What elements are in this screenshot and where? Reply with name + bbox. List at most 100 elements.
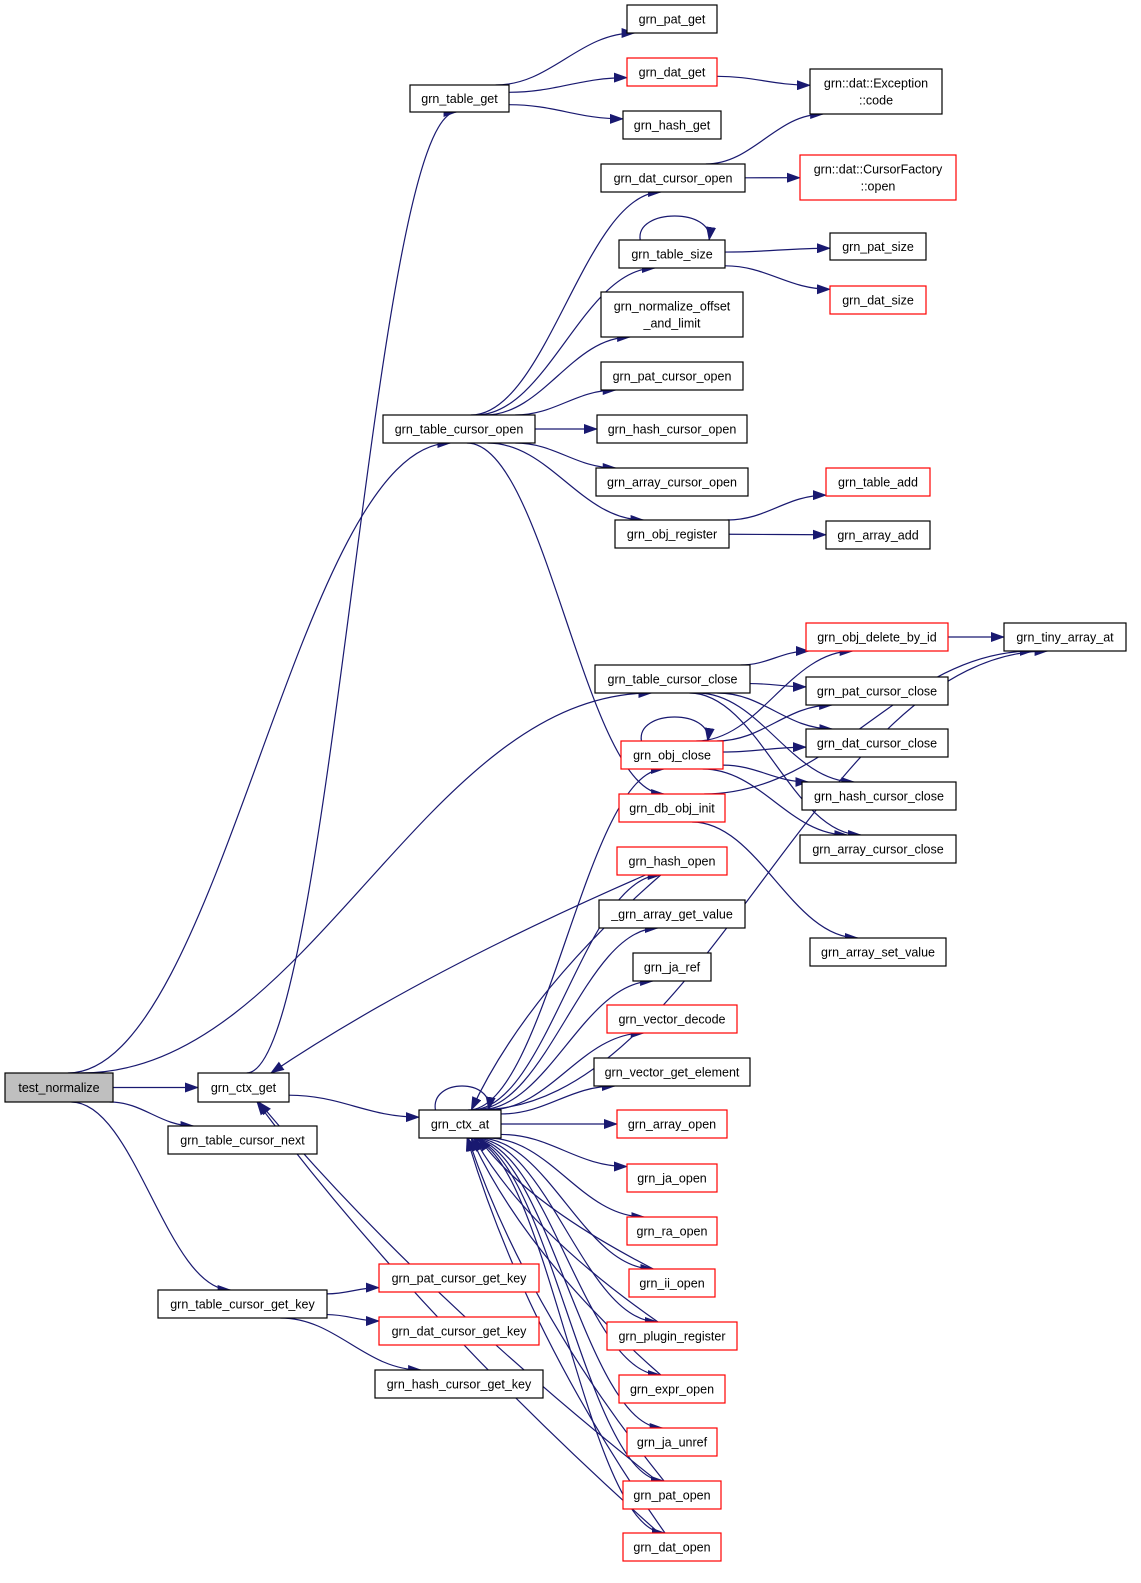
node-grn_array_cursor_open[interactable]: grn_array_cursor_open (595, 467, 749, 497)
node-box-grn_obj_delete_by_id (805, 622, 949, 652)
node-label-grn_ii_open: grn_ii_open (639, 1277, 704, 1291)
node-box-grn_table_cursor_close (594, 664, 751, 694)
node-label-grn_pat_cursor_close: grn_pat_cursor_close (817, 685, 937, 699)
node-grn_array_cursor_close[interactable]: grn_array_cursor_close (799, 834, 957, 864)
node-label-grn_array_add: grn_array_add (837, 529, 918, 543)
node-label-grn_hash_cursor_open: grn_hash_cursor_open (608, 423, 737, 437)
node-grn_dat_open[interactable]: grn_dat_open (622, 1532, 722, 1562)
node-label-grn_hash_cursor_close: grn_hash_cursor_close (814, 790, 944, 804)
edge-layer (67, 28, 1049, 1538)
node-grn_table_add[interactable]: grn_table_add (825, 467, 931, 497)
node-box-grn_table_get (409, 84, 510, 113)
node-grn_tiny_array_at[interactable]: grn_tiny_array_at (1003, 622, 1127, 652)
node-grn_dat_cursor_close[interactable]: grn_dat_cursor_close (805, 728, 949, 758)
node-label-grn_table_add: grn_table_add (838, 476, 918, 490)
node-grn_pat_cursor_open[interactable]: grn_pat_cursor_open (600, 361, 744, 391)
node-label-grn_dat_cursor_get_key: grn_dat_cursor_get_key (392, 1325, 528, 1339)
node-grn_table_cursor_get_key[interactable]: grn_table_cursor_get_key (157, 1289, 328, 1319)
node-grn_obj_delete_by_id[interactable]: grn_obj_delete_by_id (805, 622, 949, 652)
node-_grn_array_get_value[interactable]: _grn_array_get_value (598, 899, 746, 929)
node-label-grn_plugin_register: grn_plugin_register (618, 1330, 725, 1344)
node-grn_pat_size[interactable]: grn_pat_size (829, 232, 927, 261)
edge-grn_table_cursor_open-to-grn_array_cursor_open (515, 442, 617, 473)
node-label-grn_pat_open: grn_pat_open (633, 1489, 710, 1503)
node-grn_ra_open[interactable]: grn_ra_open (626, 1216, 718, 1246)
node-label-grn_normalize_offset_and_limit: grn_normalize_offset (614, 300, 731, 314)
node-label-grn_pat_cursor_open: grn_pat_cursor_open (613, 370, 732, 384)
node-grn_pat_open[interactable]: grn_pat_open (622, 1480, 722, 1510)
node-grn_plugin_register[interactable]: grn_plugin_register (606, 1321, 738, 1351)
edge-grn_obj_close-to-grn_obj_close (640, 716, 715, 742)
node-grn_array_set_value[interactable]: grn_array_set_value (809, 937, 947, 967)
node-grn_pat_cursor_close[interactable]: grn_pat_cursor_close (805, 676, 949, 706)
node-grn_hash_get[interactable]: grn_hash_get (622, 110, 722, 140)
node-grn_array_add[interactable]: grn_array_add (825, 520, 931, 550)
edge-grn_ctx_get-to-grn_ctx_at (288, 1094, 420, 1123)
node-label-grn_normalize_offset_and_limit: _and_limit (643, 317, 702, 331)
node-grn_ja_ref[interactable]: grn_ja_ref (632, 952, 712, 982)
node-label-grn_obj_delete_by_id: grn_obj_delete_by_id (817, 631, 937, 645)
node-grn_pat_cursor_get_key[interactable]: grn_pat_cursor_get_key (378, 1263, 540, 1293)
edge-grn_table_cursor_open-to-grn_normalize_offset_and_limit (485, 332, 632, 416)
node-box-grn_tiny_array_at (1003, 622, 1127, 652)
edge-grn_table_cursor_close-to-grn_hash_cursor_close (697, 692, 856, 787)
node-layer: test_normalize grn_ctx_get grn_table_curso… (4, 4, 1127, 1562)
node-box-grn_table_cursor_get_key (157, 1289, 328, 1319)
node-grn_dat_get[interactable]: grn_dat_get (626, 57, 718, 87)
node-grn_hash_cursor_get_key[interactable]: grn_hash_cursor_get_key (374, 1369, 544, 1399)
edge-grn_table_cursor_open-to-grn_pat_cursor_open (515, 385, 617, 416)
node-grn_obj_close[interactable]: grn_obj_close (620, 740, 724, 770)
node-grn_ja_open[interactable]: grn_ja_open (626, 1163, 718, 1193)
node-grn_obj_register[interactable]: grn_obj_register (614, 519, 730, 549)
node-grn_hash_cursor_open[interactable]: grn_hash_cursor_open (596, 414, 748, 444)
edge-grn_ctx_at-to-grn_obj_close (468, 764, 665, 1111)
node-box-grn_expr_open (618, 1374, 726, 1404)
edge-grn_ctx_at-to-grn_ra_open (487, 1137, 646, 1222)
node-grn_table_cursor_next[interactable]: grn_table_cursor_next (167, 1125, 318, 1155)
node-label-grn_ja_ref: grn_ja_ref (644, 961, 701, 975)
node-box-grn_hash_cursor_get_key (374, 1369, 544, 1399)
edge-test_normalize-to-grn_table_cursor_open (67, 438, 452, 1074)
node-grn_normalize_offset_and_limit[interactable]: grn_normalize_offset _and_limit (600, 291, 744, 338)
node-label-grn_dat_open: grn_dat_open (633, 1541, 710, 1555)
node-grn_dat_cursorfactory_open[interactable]: grn::dat::CursorFactory::open (799, 154, 957, 201)
node-grn_hash_open[interactable]: grn_hash_open (616, 846, 728, 876)
node-grn_vector_get_element[interactable]: grn_vector_get_element (593, 1057, 751, 1087)
node-test_normalize[interactable]: test_normalize (4, 1072, 114, 1103)
node-box-grn_pat_open (622, 1480, 722, 1510)
node-grn_table_get[interactable]: grn_table_get (409, 84, 510, 113)
node-box-test_normalize (4, 1072, 114, 1103)
node-grn_table_size[interactable]: grn_table_size (618, 239, 726, 269)
node-box-grn_dat_cursor_close (805, 728, 949, 758)
node-grn_ii_open[interactable]: grn_ii_open (628, 1268, 716, 1298)
node-grn_hash_cursor_close[interactable]: grn_hash_cursor_close (801, 781, 957, 811)
node-grn_ctx_at[interactable]: grn_ctx_at (418, 1109, 502, 1139)
node-grn_vector_decode[interactable]: grn_vector_decode (606, 1004, 738, 1034)
node-label-grn_db_obj_init: grn_db_obj_init (629, 802, 715, 816)
node-grn_table_cursor_close[interactable]: grn_table_cursor_close (594, 664, 751, 694)
node-grn_ja_unref[interactable]: grn_ja_unref (626, 1427, 718, 1457)
node-box-grn_dat_cursor_get_key (378, 1316, 540, 1346)
node-label-grn_ctx_get: grn_ctx_get (211, 1081, 277, 1095)
node-grn_ctx_get[interactable]: grn_ctx_get (197, 1072, 290, 1103)
node-grn_dat_cursor_get_key[interactable]: grn_dat_cursor_get_key (378, 1316, 540, 1346)
node-grn_dat_exception_code[interactable]: grn::dat::Exception::code (809, 68, 943, 115)
edge-grn_table_size-to-grn_pat_size (724, 243, 831, 254)
node-grn_table_cursor_open[interactable]: grn_table_cursor_open (382, 414, 536, 444)
node-box-grn_array_set_value (809, 937, 947, 967)
node-label-grn_table_get: grn_table_get (421, 92, 498, 106)
node-grn_expr_open[interactable]: grn_expr_open (618, 1374, 726, 1404)
node-box-grn_vector_decode (606, 1004, 738, 1034)
node-box-grn_pat_cursor_open (600, 361, 744, 391)
node-grn_dat_cursor_open[interactable]: grn_dat_cursor_open (600, 163, 746, 193)
node-label-grn_obj_close: grn_obj_close (633, 749, 711, 763)
node-grn_pat_get[interactable]: grn_pat_get (626, 4, 718, 34)
node-box-grn_array_cursor_open (595, 467, 749, 497)
node-grn_db_obj_init[interactable]: grn_db_obj_init (618, 793, 726, 823)
edge-grn_ctx_at-to-grn_ja_unref (469, 1137, 664, 1433)
node-box-grn_dat_get (626, 57, 718, 87)
node-grn_array_open[interactable]: grn_array_open (616, 1109, 728, 1139)
node-label-grn_ctx_at: grn_ctx_at (431, 1118, 490, 1132)
edge-grn_dat_cursor_open-to-grn_dat_exception_code (705, 109, 825, 165)
node-grn_dat_size[interactable]: grn_dat_size (829, 285, 927, 315)
